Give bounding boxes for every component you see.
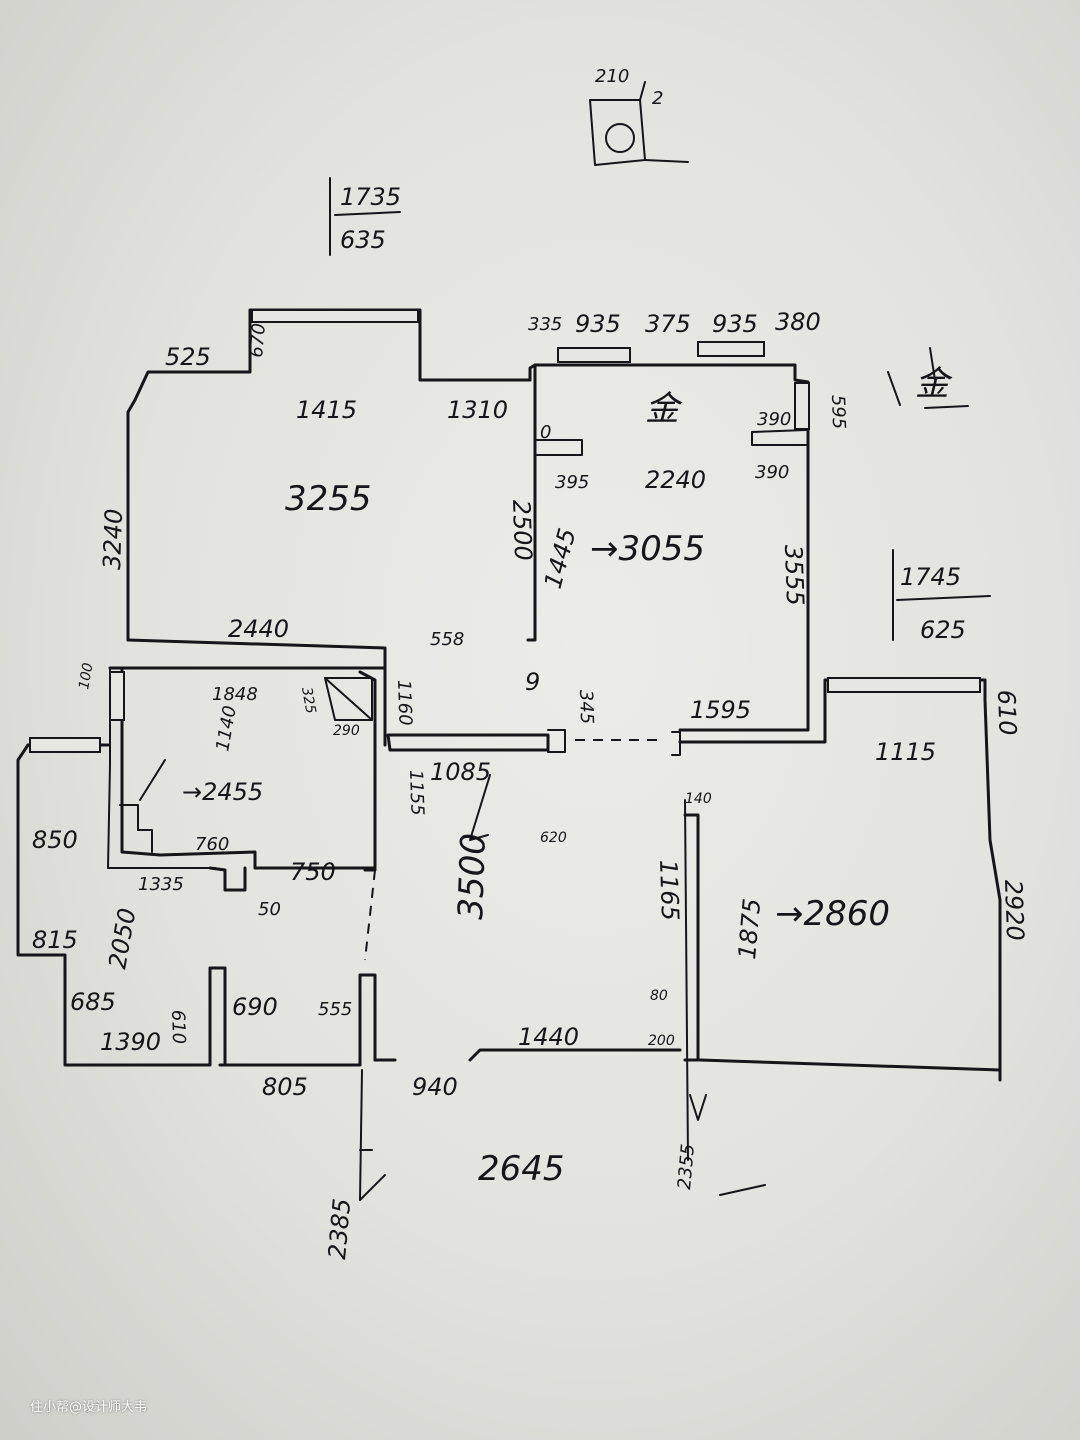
height-note-1: 1735 635: [329, 177, 401, 256]
dim-690: 690: [232, 993, 278, 1021]
entry-arrows: [359, 774, 491, 1201]
dim-390-a: 390: [757, 409, 791, 430]
dim-380: 380: [775, 308, 821, 336]
area-3055: →3055: [590, 529, 705, 569]
dim-3555: 3555: [779, 544, 809, 606]
area-3500: 3500: [451, 832, 494, 920]
dim-2050: 2050: [103, 906, 141, 971]
bedroom-2: [678, 677, 1002, 1196]
room-char: 金: [645, 389, 683, 429]
dim-1165: 1165: [654, 859, 684, 921]
dim-1155: 1155: [405, 769, 428, 816]
dim-558: 558: [430, 629, 464, 650]
dim-1848: 1848: [212, 684, 258, 705]
dim-2920: 2920: [999, 879, 1029, 941]
dim-595: 595: [827, 394, 849, 429]
dim-1310: 1310: [447, 396, 508, 424]
dim-335: 335: [528, 314, 562, 335]
box-note-b: 2: [652, 88, 663, 109]
dim-100: 100: [76, 662, 96, 691]
bathroom: [107, 666, 387, 870]
dim-685: 685: [70, 988, 116, 1016]
column-symbol: 210 2: [589, 66, 689, 166]
area-2455: →2455: [182, 778, 263, 806]
dim-200: 200: [648, 1033, 675, 1049]
dim-935-b: 935: [712, 310, 758, 338]
stack2-top: 1745: [900, 563, 961, 591]
dim-935-a: 935: [575, 310, 621, 338]
dim-850: 850: [32, 826, 78, 854]
dim-2385: 2385: [323, 1197, 356, 1260]
dim-610: 610: [167, 1009, 189, 1044]
dim-1085: 1085: [430, 758, 491, 786]
dim-1335: 1335: [138, 874, 184, 895]
stack1-bottom: 635: [340, 226, 386, 254]
dim-610-b: 610: [992, 689, 1022, 736]
dim-555: 555: [318, 999, 352, 1020]
dim-2355: 2355: [674, 1143, 699, 1190]
dim-760: 760: [195, 834, 229, 855]
dining-area: [363, 729, 682, 1062]
side-chars: 金: [915, 364, 953, 404]
dim-1140: 1140: [212, 704, 241, 753]
dim-2440: 2440: [228, 615, 289, 643]
dim-1445-area: 1445: [539, 525, 582, 591]
dim-80: 80: [650, 988, 668, 1004]
dim-940: 940: [412, 1073, 458, 1101]
box-note-a: 210: [595, 66, 629, 87]
dim-1160: 1160: [393, 679, 416, 726]
living-room: [126, 308, 537, 747]
dim-1595: 1595: [690, 696, 751, 724]
dim-1115: 1115: [875, 738, 936, 766]
dim-290: 290: [333, 723, 360, 739]
dim-140: 140: [685, 791, 712, 807]
dim-1390: 1390: [100, 1028, 161, 1056]
dim-670: 670: [246, 322, 270, 358]
dim-815: 815: [32, 926, 78, 954]
dim-2240: 2240: [645, 466, 706, 494]
dim-325: 325: [298, 686, 318, 715]
stack1-top: 1735: [340, 183, 401, 211]
dim-345: 345: [575, 689, 597, 724]
stack2-bottom: 625: [920, 616, 966, 644]
height-note-2: 1745 625: [892, 549, 991, 644]
watermark: 住小帮@设计师大韦: [30, 1400, 148, 1415]
dim-1440: 1440: [518, 1023, 579, 1051]
dim-390-b: 390: [755, 462, 789, 483]
dim-395: 395: [555, 472, 589, 493]
bedroom-1: [526, 341, 810, 732]
dim-375: 375: [645, 310, 691, 338]
dim-1415: 1415: [296, 396, 357, 424]
dim-0: 0: [540, 422, 551, 443]
dim-2500: 2500: [507, 499, 537, 561]
dim-525: 525: [165, 343, 211, 371]
dim-50: 50: [258, 899, 281, 920]
side-note: 金: [887, 347, 969, 409]
kitchen: [16, 737, 377, 1067]
dim-2645: 2645: [478, 1149, 565, 1189]
dim-3240: 3240: [98, 508, 128, 570]
dim-1875: 1875: [733, 897, 766, 960]
dim-750: 750: [290, 858, 336, 886]
area-2860: →2860: [775, 894, 890, 934]
dim-620: 620: [540, 830, 567, 846]
dim-805: 805: [262, 1073, 308, 1101]
area-3255: 3255: [285, 479, 372, 519]
dim-9: 9: [525, 668, 540, 696]
